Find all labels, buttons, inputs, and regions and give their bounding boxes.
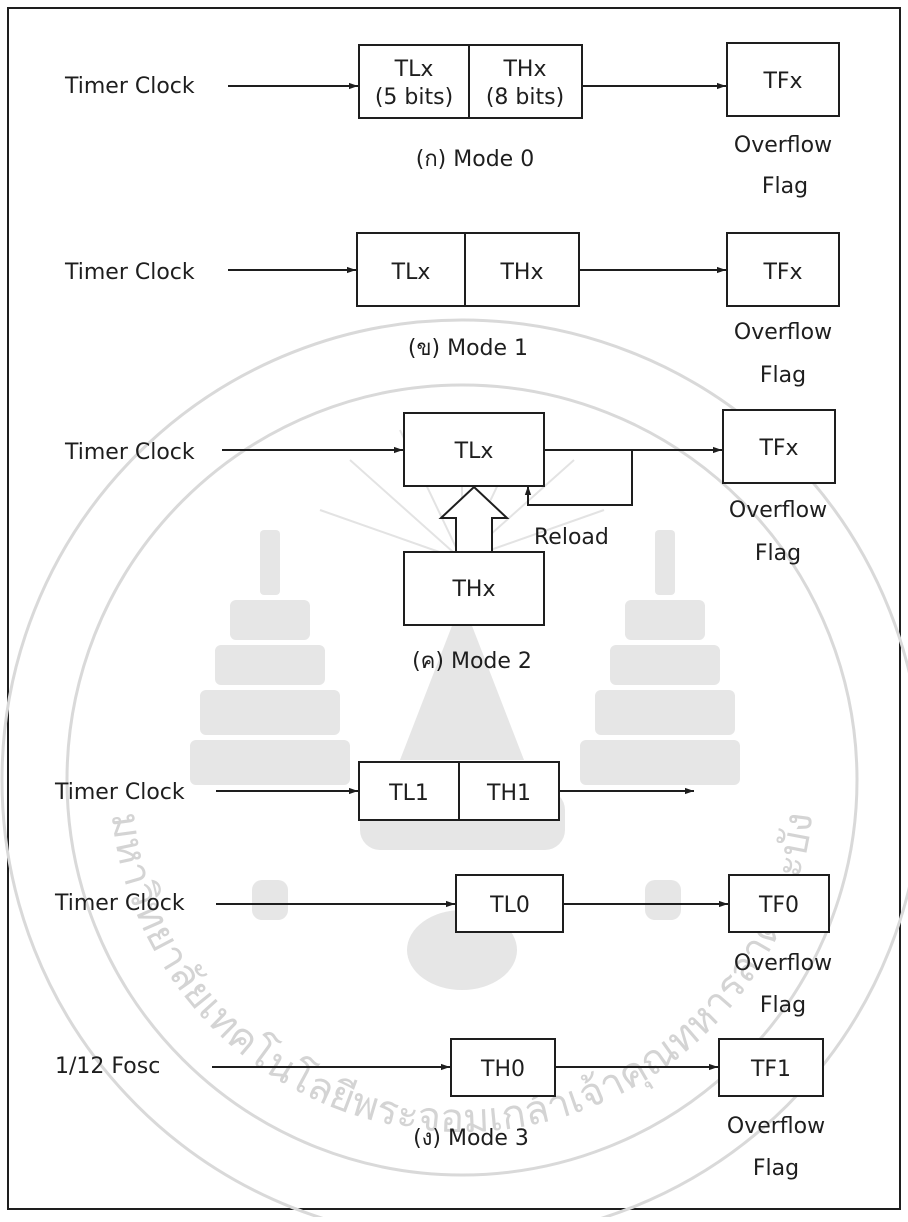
mode-0-caption: (ก) Mode 0 — [416, 147, 534, 172]
mode-2-caption: (ค) Mode 2 — [412, 649, 532, 674]
mode-2-reload-transfer-arrow — [441, 487, 507, 552]
mode-3-row3-input-label: 1/12 Fosc — [55, 1054, 160, 1079]
mode-2-tlx-label: TLx — [454, 439, 494, 464]
mode-1-flag-caption-1: Overflow — [734, 320, 832, 345]
mode-0-diagram: Timer Clock TLx (5 bits) THx (8 bits) TF… — [64, 43, 839, 199]
mode-2-input-label: Timer Clock — [64, 440, 195, 465]
mode-3-row2-input-label: Timer Clock — [54, 891, 185, 916]
mode-2-flag-caption-2: Flag — [755, 541, 801, 566]
mode-1-input-label: Timer Clock — [64, 260, 195, 285]
mode-3-tf0-label: TF0 — [758, 893, 799, 918]
mode-0-thx-label: THx — [502, 57, 546, 82]
mode-3-row2-flag-caption-2: Flag — [760, 993, 806, 1018]
mode-3-tf1-label: TF1 — [750, 1057, 791, 1082]
mode-1-tfx-label: TFx — [762, 260, 802, 285]
mode-1-flag-caption-2: Flag — [760, 363, 806, 388]
mode-0-tlx-label: TLx — [394, 57, 434, 82]
mode-0-tfx-label: TFx — [762, 69, 802, 94]
mode-2-tfx-label: TFx — [758, 436, 798, 461]
mode-3-row3-flag-caption-1: Overflow — [727, 1114, 825, 1139]
mode-3-tl1-label: TL1 — [388, 781, 429, 806]
mode-2-reload-label: Reload — [534, 525, 609, 550]
mode-0-tlx-bits: (5 bits) — [375, 85, 453, 110]
mode-1-caption: (ข) Mode 1 — [408, 336, 528, 361]
mode-1-diagram: Timer Clock TLx THx TFx Overflow Flag (ข… — [64, 233, 839, 388]
mode-0-flag-caption-2: Flag — [762, 174, 808, 199]
mode-3-tl0-label: TL0 — [489, 893, 530, 918]
mode-0-input-label: Timer Clock — [64, 74, 195, 99]
mode-3-row2-flag-caption-1: Overflow — [734, 951, 832, 976]
mode-3-row1-input-label: Timer Clock — [54, 780, 185, 805]
mode-3-row3-flag-caption-2: Flag — [753, 1156, 799, 1181]
mode-3-th1-label: TH1 — [486, 781, 531, 806]
mode-2-thx-label: THx — [451, 577, 495, 602]
mode-0-flag-caption-1: Overflow — [734, 133, 832, 158]
mode-1-tlx-label: TLx — [391, 260, 431, 285]
mode-3-caption: (ง) Mode 3 — [413, 1126, 529, 1151]
mode-1-thx-label: THx — [499, 260, 543, 285]
mode-3-th0-label: TH0 — [480, 1057, 525, 1082]
mode-0-thx-bits: (8 bits) — [486, 85, 564, 110]
mode-2-flag-caption-1: Overflow — [729, 498, 827, 523]
